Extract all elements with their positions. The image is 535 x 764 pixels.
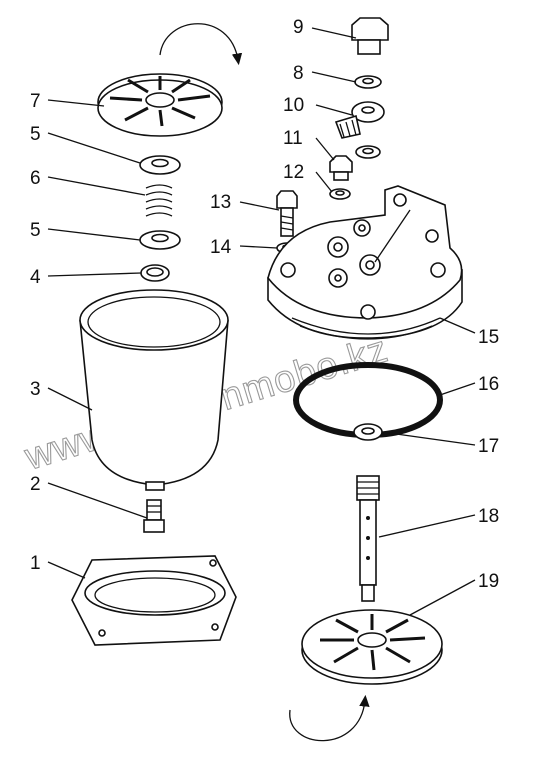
label-5-upper: 5 bbox=[30, 124, 41, 145]
top-cover-part bbox=[97, 73, 223, 137]
bowl-part bbox=[79, 289, 229, 491]
spring-part bbox=[145, 184, 173, 217]
rotation-arrow-top bbox=[159, 23, 243, 66]
banjo-washer-part bbox=[354, 75, 382, 89]
plug-washer-part bbox=[329, 188, 351, 200]
label-15: 15 bbox=[478, 327, 499, 348]
banjo-washer-lower-part bbox=[355, 145, 381, 159]
washer-lower-part bbox=[139, 230, 181, 250]
label-4: 4 bbox=[30, 267, 41, 288]
rotation-arrow-bottom bbox=[289, 694, 370, 742]
banjo-bolt-part bbox=[351, 17, 389, 55]
label-2: 2 bbox=[30, 474, 41, 495]
label-8: 8 bbox=[293, 63, 304, 84]
air-bleed-screw-part bbox=[276, 190, 298, 237]
label-6: 6 bbox=[30, 168, 41, 189]
center-tube-part bbox=[356, 475, 380, 602]
plug-bolt-part bbox=[329, 155, 353, 181]
label-17: 17 bbox=[478, 436, 499, 457]
label-10: 10 bbox=[283, 95, 304, 116]
drain-plug-part bbox=[143, 499, 165, 533]
banjo-fitting-part bbox=[334, 101, 385, 139]
small-seal-part bbox=[353, 423, 383, 441]
label-9: 9 bbox=[293, 17, 304, 38]
label-7: 7 bbox=[30, 91, 41, 112]
label-11: 11 bbox=[283, 128, 303, 149]
label-19: 19 bbox=[478, 571, 499, 592]
label-16: 16 bbox=[478, 374, 499, 395]
bowl-nut-part bbox=[71, 555, 237, 646]
label-13: 13 bbox=[210, 192, 231, 213]
label-5-lower: 5 bbox=[30, 220, 41, 241]
label-12: 12 bbox=[283, 162, 304, 183]
filter-head-part bbox=[267, 185, 463, 340]
label-14: 14 bbox=[210, 237, 232, 258]
label-3: 3 bbox=[30, 379, 41, 400]
label-1: 1 bbox=[30, 553, 41, 574]
leader-lines bbox=[47, 27, 476, 616]
label-18: 18 bbox=[478, 506, 499, 527]
seal-ring-part bbox=[140, 264, 170, 282]
washer-upper-part bbox=[139, 155, 181, 175]
deflector-plate-part bbox=[301, 609, 443, 685]
